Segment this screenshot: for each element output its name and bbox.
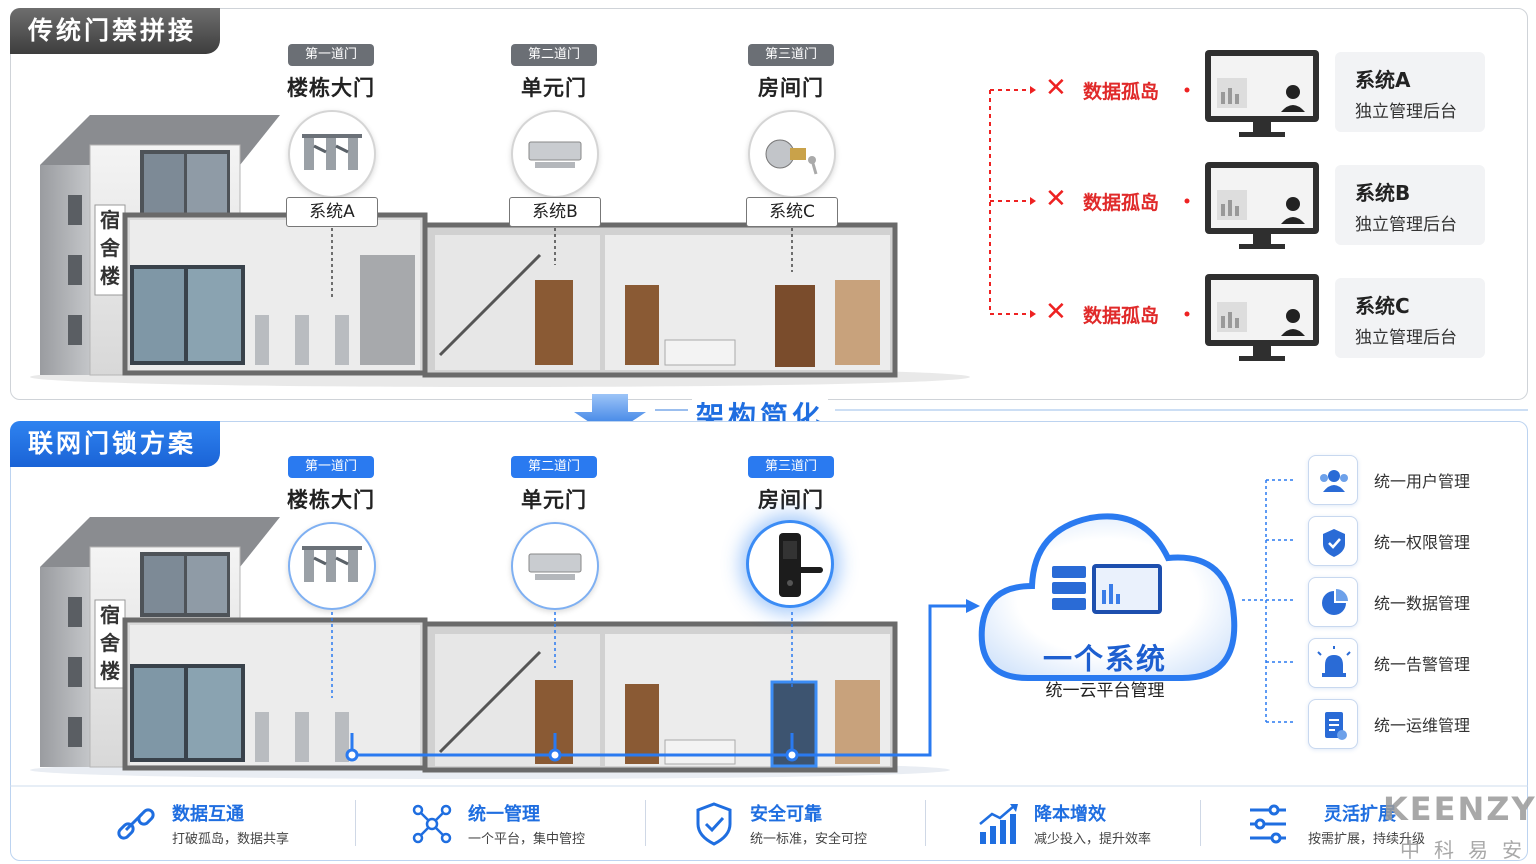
benefit-separator [1200, 800, 1201, 846]
benefit-cost-efficiency: 降本增效 减少投入，提升效率 [974, 796, 1204, 850]
svg-text:楼: 楼 [100, 659, 120, 683]
magnetic-lock-icon [511, 522, 599, 610]
shield-icon [1308, 516, 1358, 566]
benefit-title: 安全可靠 [750, 804, 822, 825]
top-door3-badge: 第三道门 [748, 44, 834, 66]
benefit-data-interop: 数据互通 打破孤岛，数据共享 [112, 796, 342, 850]
benefit-separator [645, 800, 646, 846]
transition-lines [655, 409, 1528, 411]
bottom-door2-name: 单元门 [521, 488, 587, 512]
top-door1-name: 楼栋大门 [287, 76, 375, 100]
benefit-subtitle: 打破孤岛，数据共享 [172, 832, 290, 847]
traditional-section-title: 传统门禁拼接 [10, 8, 221, 54]
isolation-label-c: 数据孤岛 [1083, 305, 1160, 327]
system-c-desc: 独立管理后台 [1355, 328, 1457, 348]
svg-text:舍: 舍 [100, 236, 121, 260]
link-icon [117, 808, 155, 840]
benefit-subtitle: 一个平台，集中管控 [468, 832, 586, 847]
system-b-card: 系统B 独立管理后台 [1335, 165, 1485, 245]
cross-icon: ✕ [1045, 184, 1067, 214]
benefit-title: 灵活扩展 [1324, 804, 1396, 825]
system-a-desc: 独立管理后台 [1355, 102, 1457, 122]
mgmt-item-operations: 统一运维管理 [1308, 699, 1508, 749]
mgmt-label-permissions: 统一权限管理 [1374, 533, 1471, 552]
document-icon [1308, 699, 1358, 749]
top-dashed-pointers [331, 86, 1190, 318]
benefit-subtitle: 按需扩展，持续升级 [1308, 832, 1426, 847]
benefit-separator [925, 800, 926, 846]
sliders-icon [1250, 804, 1286, 844]
system-a-card: 系统A 独立管理后台 [1335, 52, 1485, 132]
bottom-door2-badge: 第二道门 [511, 456, 597, 478]
benefit-security: 安全可靠 统一标准，安全可控 [690, 796, 920, 850]
mgmt-item-data: 统一数据管理 [1308, 577, 1508, 627]
bottom-door3-badge: 第三道门 [748, 456, 834, 478]
svg-text:宿: 宿 [100, 208, 120, 232]
top-system-c-box: 系统C [746, 197, 838, 227]
top-system-b-box: 系统B [509, 197, 601, 227]
benefit-title: 降本增效 [1034, 804, 1106, 825]
cross-icon: ✕ [1045, 73, 1067, 103]
monitor-icon [1205, 274, 1319, 361]
system-a-name: 系统A [1355, 68, 1411, 92]
isolation-label-a: 数据孤岛 [1083, 81, 1160, 103]
magnetic-lock-icon [511, 110, 599, 198]
mgmt-label-alarms: 统一告警管理 [1374, 655, 1471, 674]
top-door3-name: 房间门 [758, 76, 824, 100]
svg-text:楼: 楼 [100, 264, 120, 288]
isolation-label-b: 数据孤岛 [1083, 192, 1160, 214]
shield-check-icon [696, 802, 732, 846]
networked-section-title: 联网门锁方案 [10, 421, 221, 467]
monitor-icon [1205, 50, 1319, 137]
benefit-unified-mgmt: 统一管理 一个平台，集中管控 [408, 796, 638, 850]
mgmt-item-alarms: 统一告警管理 [1308, 638, 1508, 688]
pie-chart-icon [1308, 577, 1358, 627]
top-door2-badge: 第二道门 [511, 44, 597, 66]
down-arrow-icon [574, 394, 646, 436]
benefit-subtitle: 统一标准，安全可控 [750, 832, 868, 847]
monitor-icon [1205, 162, 1319, 249]
mgmt-label-data: 统一数据管理 [1374, 594, 1471, 613]
benefits-divider [10, 785, 1528, 787]
traditional-building-illustration: 宿 舍 楼 [30, 115, 970, 387]
benefit-title: 统一管理 [468, 804, 540, 825]
key-cylinder-icon [748, 110, 836, 198]
bottom-door1-name: 楼栋大门 [287, 488, 375, 512]
top-door2-name: 单元门 [521, 76, 587, 100]
cloud-title: 一个系统 [1042, 642, 1167, 676]
top-door1-badge: 第一道门 [288, 44, 374, 66]
system-c-card: 系统C 独立管理后台 [1335, 278, 1485, 358]
brand-logo: KEENZY [1383, 790, 1536, 828]
alarm-bell-icon [1308, 638, 1358, 688]
benefit-separator [355, 800, 356, 846]
users-icon [1308, 455, 1358, 505]
system-c-name: 系统C [1355, 294, 1410, 318]
mgmt-label-operations: 统一运维管理 [1374, 716, 1471, 735]
network-connection-lines [331, 479, 1294, 762]
benefit-title: 数据互通 [172, 804, 244, 825]
turnstile-icon [288, 522, 376, 610]
smart-lock-icon [746, 520, 834, 608]
building-sign-bottom: 宿 舍 楼 [100, 603, 121, 683]
svg-text:宿: 宿 [100, 603, 120, 627]
mgmt-item-users: 统一用户管理 [1308, 455, 1508, 505]
top-system-a-box: 系统A [286, 197, 378, 227]
growth-chart-icon [979, 804, 1018, 844]
benefit-flexible-scaling: 灵活扩展 按需扩展，持续升级 [1246, 796, 1476, 850]
benefit-subtitle: 减少投入，提升效率 [1034, 832, 1152, 847]
system-b-name: 系统B [1355, 181, 1411, 205]
bottom-door1-badge: 第一道门 [288, 456, 374, 478]
svg-text:舍: 舍 [100, 631, 121, 655]
brand-logo-cn: 中科易安 [1400, 838, 1536, 862]
building-sign-top: 宿 舍 楼 [100, 208, 121, 288]
cross-icon: ✕ [1045, 297, 1067, 327]
turnstile-icon [288, 110, 376, 198]
mgmt-item-permissions: 统一权限管理 [1308, 516, 1508, 566]
cloud-platform-icon [978, 513, 1238, 681]
network-icon [412, 804, 452, 844]
bottom-door3-name: 房间门 [758, 488, 824, 512]
system-b-desc: 独立管理后台 [1355, 215, 1457, 235]
cloud-subtitle: 统一云平台管理 [1045, 681, 1165, 701]
mgmt-label-users: 统一用户管理 [1374, 472, 1471, 491]
